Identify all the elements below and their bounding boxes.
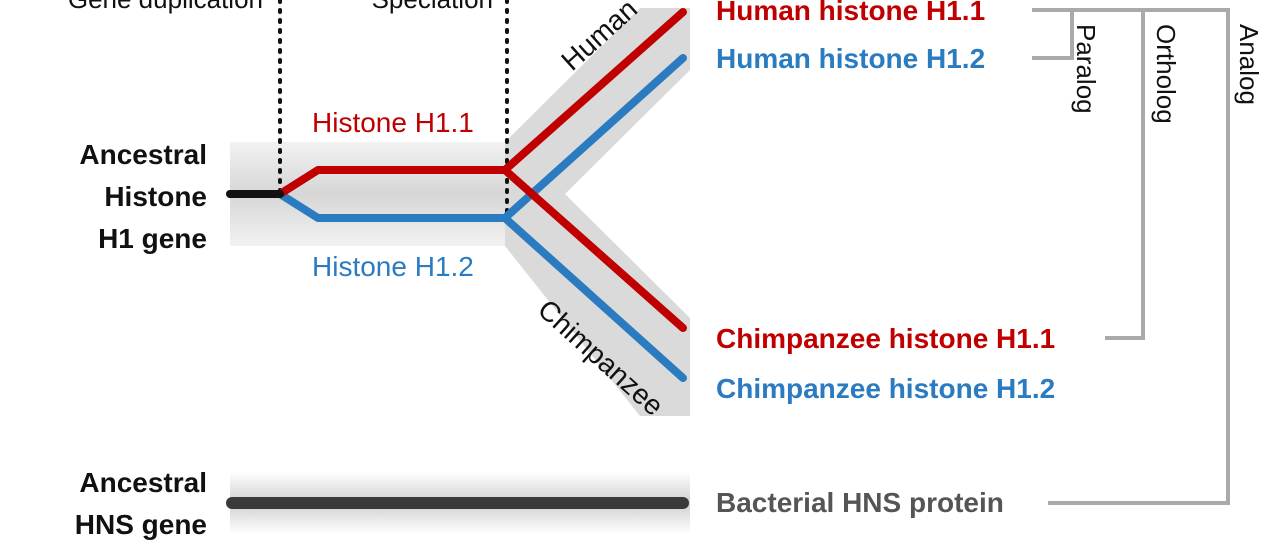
ancestral-h1-line3: H1 gene (98, 223, 207, 254)
paralog-label: Paralog (1071, 24, 1101, 114)
h1-1-lineage (276, 8, 687, 198)
analog-label: Analog (1234, 24, 1264, 105)
chimp-h1-1-leaf: Chimpanzee histone H1.1 (716, 323, 1055, 354)
relation-brackets (1032, 8, 1230, 505)
speciation-label: Speciation (372, 0, 493, 14)
paralog-bracket (1032, 8, 1074, 60)
human-h1-2-leaf: Human histone H1.2 (716, 43, 985, 74)
ancestral-hns-line2: HNS gene (75, 509, 207, 540)
ancestral-hns-label: Ancestral HNS gene (75, 467, 207, 540)
ancestral-h1-label: Ancestral Histone H1 gene (79, 139, 207, 254)
ancestral-h1-line1: Ancestral (79, 139, 207, 170)
ortholog-label: Ortholog (1151, 24, 1181, 124)
chimp-h1-2-leaf: Chimpanzee histone H1.2 (716, 373, 1055, 404)
analog-bracket (1048, 8, 1230, 505)
human-h1-1-leaf: Human histone H1.1 (716, 0, 985, 26)
human-lineage-band (505, 8, 690, 194)
duplication-label: Gene duplication (68, 0, 263, 14)
h1-2-lineage (276, 190, 687, 382)
ortholog-bracket (1072, 8, 1145, 340)
histone-h1-1-label: Histone H1.1 (312, 107, 474, 138)
ancestral-hns-line1: Ancestral (79, 467, 207, 498)
lineage-lines (226, 8, 689, 509)
bacterial-hns-leaf: Bacterial HNS protein (716, 487, 1004, 518)
histone-h1-2-label: Histone H1.2 (312, 251, 474, 282)
ancestral-h1-line2: Histone (104, 181, 207, 212)
chimp-h1-1-branch (501, 166, 687, 332)
